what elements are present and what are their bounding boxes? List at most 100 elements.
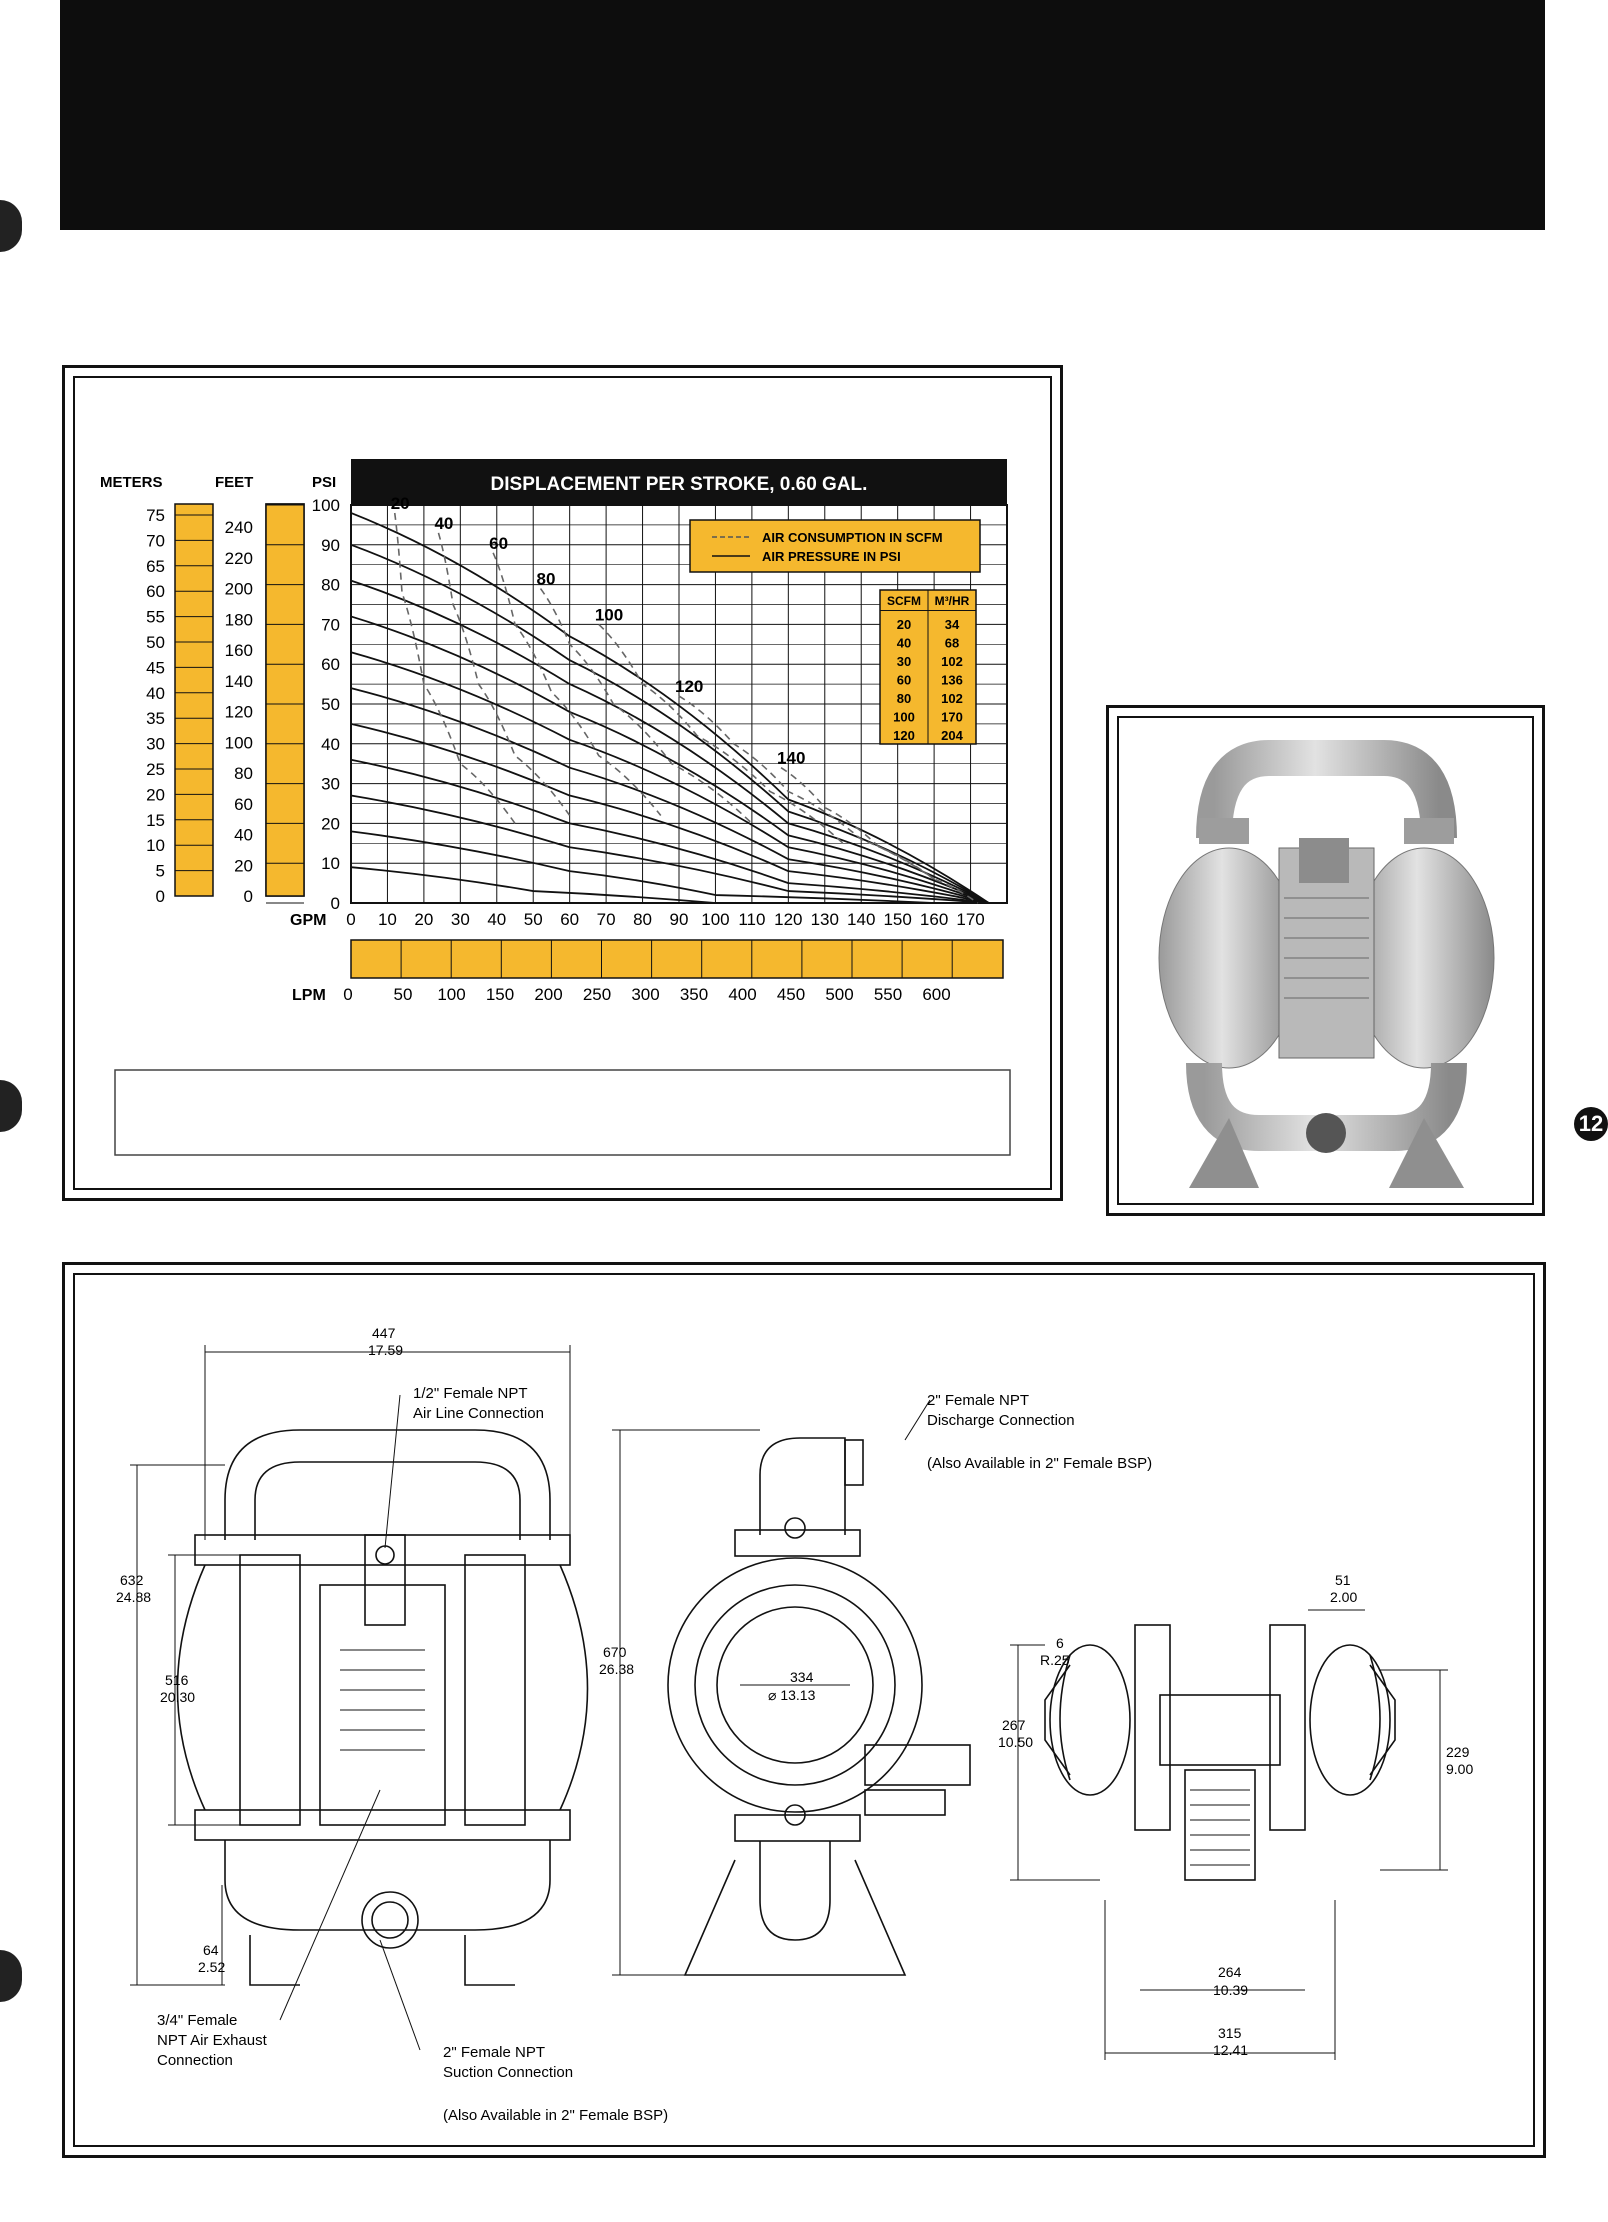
- feet-tick-label: 80: [234, 764, 253, 783]
- lpm-tick-label: 100: [437, 985, 465, 1004]
- pressure-curve: [350, 579, 990, 904]
- scfm-curve-label: 80: [537, 570, 556, 589]
- binder-hole: [0, 200, 22, 252]
- feet-tick-label: 100: [225, 733, 253, 752]
- lpm-tick-label: 450: [777, 985, 805, 1004]
- header-banner: [60, 0, 1545, 230]
- air-consumption-curve: [678, 695, 935, 880]
- scfm-curve-label: 20: [391, 494, 410, 513]
- meters-scale-bar: [174, 503, 214, 897]
- front-view: [176, 1429, 589, 1986]
- lpm-tick-label: 250: [583, 985, 611, 1004]
- side-height-in: 26.38: [599, 1661, 634, 1677]
- front-inner-mm: 516: [165, 1672, 189, 1688]
- bottom-b2-mm: 315: [1218, 2025, 1242, 2041]
- binder-hole: [0, 1080, 22, 1132]
- conversion-table-cell: 102: [941, 654, 963, 669]
- exhaust-label-1: 3/4" Female: [157, 2012, 237, 2029]
- meters-tick-label: 65: [146, 557, 165, 576]
- lpm-tick-label: 400: [728, 985, 756, 1004]
- air-inlet-label-2: Air Line Connection: [413, 1405, 544, 1422]
- gpm-tick-label: 100: [701, 910, 729, 929]
- feet-tick-label: 120: [225, 703, 253, 722]
- air-consumption-curve: [598, 623, 844, 844]
- gpm-tick-label: 120: [774, 910, 802, 929]
- air-consumption-curve: [539, 588, 753, 824]
- feet-tick-label: 160: [225, 641, 253, 660]
- feet-tick-label: 200: [225, 580, 253, 599]
- front-base-mm: 64: [203, 1942, 219, 1958]
- lpm-tick-label: 0: [343, 985, 352, 1004]
- conversion-table-cell: 20: [897, 617, 911, 632]
- pressure-curve: [350, 723, 989, 904]
- meters-tick-label: 10: [146, 836, 165, 855]
- meters-tick-label: 0: [156, 887, 165, 906]
- meters-tick-label: 70: [146, 531, 165, 550]
- bottom-h2-mm: 229: [1446, 1744, 1470, 1760]
- front-base-in: 2.52: [198, 1959, 225, 1975]
- psi-scale-bar: [265, 503, 305, 897]
- psi-tick-label: 30: [321, 775, 340, 794]
- gpm-tick-label: 160: [920, 910, 948, 929]
- chart-title: DISPLACEMENT PER STROKE, 0.60 GAL.: [491, 474, 868, 495]
- air-consumption-curve: [780, 767, 979, 904]
- side-view: [667, 1437, 971, 1976]
- lpm-scale-bar: [350, 939, 1004, 979]
- gpm-tick-label: 70: [597, 910, 616, 929]
- conversion-table-cell: 100: [893, 710, 915, 725]
- lpm-tick-label: 50: [394, 985, 413, 1004]
- air-consumption-curve: [393, 512, 516, 824]
- discharge-label-2: Discharge Connection: [927, 1412, 1075, 1429]
- front-width-in: 17.59: [368, 1342, 403, 1358]
- gpm-tick-label: 130: [811, 910, 839, 929]
- bottom-h-mm: 267: [1002, 1717, 1026, 1733]
- front-height-in: 24.88: [116, 1589, 151, 1605]
- bottom-w1-in: 2.00: [1330, 1589, 1357, 1605]
- scfm-curve-label: 60: [489, 534, 508, 553]
- lpm-tick-label: 150: [486, 985, 514, 1004]
- gpm-tick-label: 60: [560, 910, 579, 929]
- bottom-view: [1044, 1624, 1396, 1881]
- gpm-tick-label: 150: [883, 910, 911, 929]
- psi-tick-label: 20: [321, 814, 340, 833]
- meters-tick-label: 60: [146, 582, 165, 601]
- lpm-tick-label: 500: [825, 985, 853, 1004]
- discharge-label-1: 2" Female NPT: [927, 1392, 1029, 1409]
- exhaust-label-2: NPT Air Exhaust: [157, 2032, 268, 2049]
- pressure-curve: [350, 830, 935, 904]
- psi-tick-label: 70: [321, 615, 340, 634]
- bottom-h-in: 10.50: [998, 1734, 1033, 1750]
- meters-tick-label: 30: [146, 735, 165, 754]
- gpm-tick-label: 0: [346, 910, 355, 929]
- gpm-tick-label: 40: [487, 910, 506, 929]
- conversion-table-cell: 170: [941, 710, 963, 725]
- legend-solid-label: AIR PRESSURE IN PSI: [762, 549, 901, 564]
- gpm-tick-label: 50: [524, 910, 543, 929]
- meters-tick-label: 35: [146, 709, 165, 728]
- performance-chart: METERS FEET PSI DISPLACEMENT PER STROKE,…: [100, 459, 1011, 1156]
- exhaust-label-3: Connection: [157, 2052, 233, 2069]
- front-height-mm: 632: [120, 1572, 144, 1588]
- psi-tick-label: 10: [321, 854, 340, 873]
- pressure-curve: [350, 651, 990, 904]
- psi-tick-label: 80: [321, 576, 340, 595]
- front-width-mm: 447: [372, 1325, 396, 1341]
- conversion-table-header: M³/HR: [935, 594, 970, 608]
- air-inlet-label-1: 1/2" Female NPT: [413, 1385, 528, 1402]
- scfm-curve-label: 120: [675, 677, 703, 696]
- conversion-table-cell: 136: [941, 673, 963, 688]
- side-height-mm: 670: [603, 1644, 627, 1660]
- bottom-r-mm: 6: [1056, 1635, 1064, 1651]
- conversion-table-cell: 40: [897, 636, 911, 651]
- gpm-tick-label: 80: [633, 910, 652, 929]
- meters-tick-label: 50: [146, 633, 165, 652]
- bottom-b2-in: 12.41: [1213, 2042, 1248, 2058]
- front-inner-in: 20.30: [160, 1689, 195, 1705]
- gpm-tick-label: 110: [738, 910, 765, 929]
- feet-tick-label: 60: [234, 795, 253, 814]
- conversion-table-cell: 204: [941, 728, 963, 743]
- side-dia-in: ⌀ 13.13: [768, 1687, 816, 1703]
- meters-tick-label: 15: [146, 811, 165, 830]
- conversion-table-cell: 80: [897, 691, 911, 706]
- pressure-curve: [350, 758, 989, 904]
